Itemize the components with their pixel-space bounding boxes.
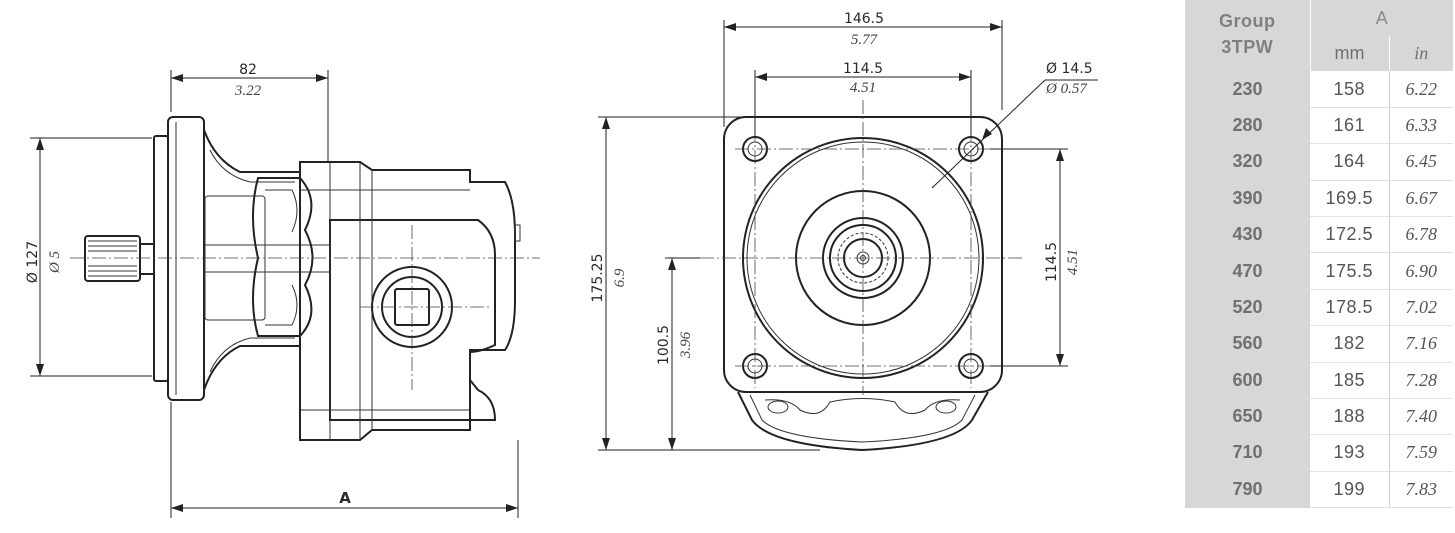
- side-view: [70, 116, 540, 441]
- cell-mm: 185: [1310, 362, 1389, 399]
- dim-114v-in: 4.51: [1065, 249, 1081, 275]
- cell-mm: 172.5: [1310, 216, 1389, 254]
- cell-group: 790: [1185, 471, 1310, 508]
- dim-114-mm: 114.5: [843, 61, 883, 77]
- dim-flange-mm: Ø 127: [25, 241, 41, 283]
- group-header-line1: Group: [1219, 11, 1276, 31]
- cell-in: 7.02: [1388, 289, 1454, 327]
- technical-drawing: 82 3.22 Ø 127 Ø 5 A: [25, 11, 1098, 518]
- cell-group: 650: [1185, 398, 1310, 435]
- cell-group: 280: [1185, 107, 1310, 144]
- cell-group: 470: [1185, 252, 1310, 290]
- cell-in: 6.33: [1388, 107, 1454, 145]
- side-view-dimensions: 82 3.22 Ø 127 Ø 5 A: [25, 62, 519, 518]
- cell-in: 6.22: [1388, 71, 1454, 108]
- dim-146-in: 5.77: [851, 32, 879, 48]
- cell-mm: 161: [1310, 107, 1389, 145]
- dim-146-mm: 146.5: [844, 11, 884, 27]
- cell-group: 320: [1185, 143, 1310, 181]
- cell-mm: 193: [1310, 434, 1389, 472]
- cell-in: 6.78: [1388, 216, 1454, 254]
- cell-in: 7.28: [1388, 362, 1454, 399]
- cell-mm: 175.5: [1310, 252, 1389, 290]
- cell-group: 520: [1185, 289, 1310, 326]
- cell-in: 7.16: [1388, 325, 1454, 363]
- a-header: A: [1309, 0, 1454, 36]
- cell-mm: 158: [1310, 71, 1389, 108]
- in-header: in: [1388, 36, 1454, 72]
- dim-175-mm: 175.25: [590, 254, 606, 303]
- dim-114-in: 4.51: [850, 80, 876, 96]
- cell-in: 7.40: [1388, 398, 1454, 436]
- front-view-dimensions: 146.5 5.77 114.5 4.51 Ø 14.5 Ø 0.57 175.…: [590, 11, 1098, 451]
- cell-mm: 199: [1310, 471, 1389, 509]
- dim-flange-in: Ø 5: [47, 250, 63, 274]
- dim-114v-mm: 114.5: [1044, 242, 1060, 282]
- group-header: Group 3TPW: [1185, 0, 1310, 72]
- cell-mm: 169.5: [1310, 180, 1389, 217]
- cell-mm: 164: [1310, 143, 1389, 181]
- dim-100-mm: 100.5: [656, 325, 672, 365]
- cell-group: 390: [1185, 180, 1310, 217]
- cell-in: 7.59: [1388, 434, 1454, 472]
- cell-group: 230: [1185, 71, 1310, 108]
- dim-82-in: 3.22: [234, 83, 262, 99]
- dim-hole-in: Ø 0.57: [1045, 81, 1088, 97]
- cell-in: 6.90: [1388, 252, 1454, 290]
- cell-group: 430: [1185, 216, 1310, 253]
- dim-100-in: 3.96: [678, 331, 694, 359]
- cell-in: 7.83: [1388, 471, 1454, 509]
- cell-mm: 182: [1310, 325, 1389, 363]
- cell-group: 710: [1185, 434, 1310, 472]
- dim-175-in: 6.9: [612, 268, 628, 287]
- cell-mm: 188: [1310, 398, 1389, 436]
- cell-mm: 178.5: [1310, 289, 1389, 327]
- mm-header: mm: [1309, 36, 1389, 72]
- cell-group: 600: [1185, 362, 1310, 399]
- dim-a-label: A: [339, 489, 351, 507]
- cell-in: 6.67: [1388, 180, 1454, 217]
- cell-group: 560: [1185, 325, 1310, 363]
- cell-in: 6.45: [1388, 143, 1454, 181]
- dim-hole-mm: Ø 14.5: [1046, 61, 1093, 77]
- front-view: [700, 100, 1025, 452]
- dim-82-mm: 82: [239, 62, 257, 78]
- group-header-line2: 3TPW: [1221, 37, 1274, 57]
